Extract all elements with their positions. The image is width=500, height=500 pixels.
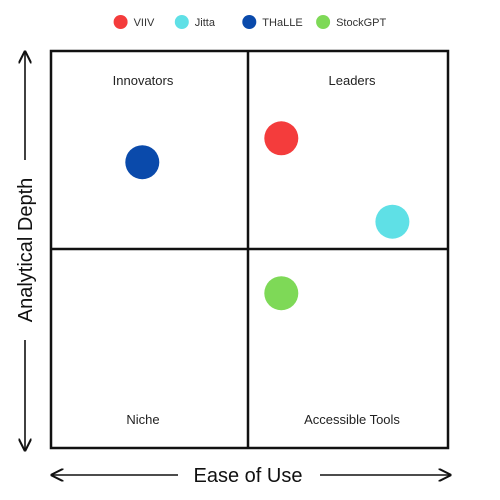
legend-marker-stockgpt xyxy=(316,15,331,29)
data-point-stockgpt xyxy=(264,276,299,311)
legend-label-jitta: Jitta xyxy=(195,17,216,29)
legend-marker-viiv xyxy=(113,15,128,29)
legend-label-stockgpt: StockGPT xyxy=(336,17,386,29)
data-point-jitta xyxy=(375,204,410,239)
x-axis-title: Ease of Use xyxy=(194,465,303,487)
x-axis-title-backing xyxy=(178,460,320,490)
legend-label-thalle: THaLLE xyxy=(262,17,302,29)
data-point-viiv xyxy=(264,121,299,156)
quadrant-label-innovators: Innovators xyxy=(113,73,174,88)
legend-marker-jitta xyxy=(174,15,189,29)
legend: VIIV Jitta THaLLE StockGPT xyxy=(113,15,387,29)
quadrant-label-leaders: Leaders xyxy=(329,73,376,88)
legend-label-viiv: VIIV xyxy=(134,17,155,29)
y-axis-title: Analytical Depth xyxy=(15,178,37,323)
quadrant-label-niche: Niche xyxy=(126,412,159,427)
quadrant-label-accessible-tools: Accessible Tools xyxy=(304,412,400,427)
legend-marker-thalle xyxy=(242,15,257,29)
y-axis-title-backing xyxy=(10,160,40,340)
data-points xyxy=(125,121,410,311)
data-point-thalle xyxy=(125,145,160,180)
